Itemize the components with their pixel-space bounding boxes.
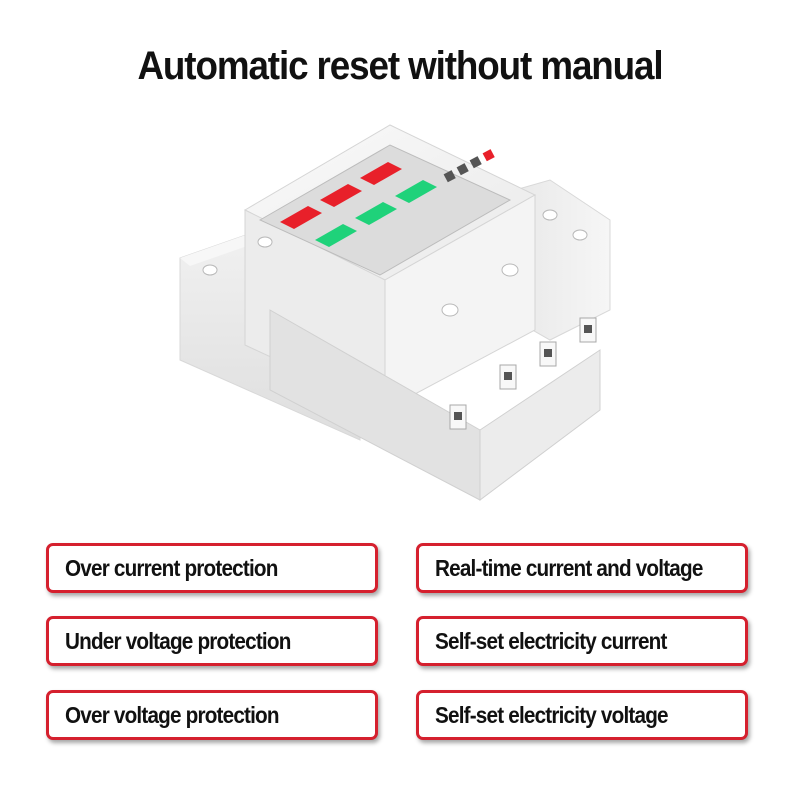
feature-label: Over current protection [65,554,278,581]
feature-label: Over voltage protection [65,701,280,728]
headline: Automatic reset without manual [137,44,663,88]
feature-label: Self-set electricity voltage [435,701,669,728]
feature-box-self-set-voltage: Self-set electricity voltage [416,690,748,740]
din-rail-protector-image [179,124,611,501]
feature-box-over-voltage: Over voltage protection [46,690,378,740]
feature-label: Real-time current and voltage [435,554,703,581]
feature-label: Self-set electricity current [435,627,667,654]
feature-box-over-current: Over current protection [46,543,378,593]
feature-box-under-voltage: Under voltage protection [46,616,378,666]
feature-box-real-time: Real-time current and voltage [416,543,748,593]
feature-label: Under voltage protection [65,627,291,654]
feature-box-self-set-current: Self-set electricity current [416,616,748,666]
